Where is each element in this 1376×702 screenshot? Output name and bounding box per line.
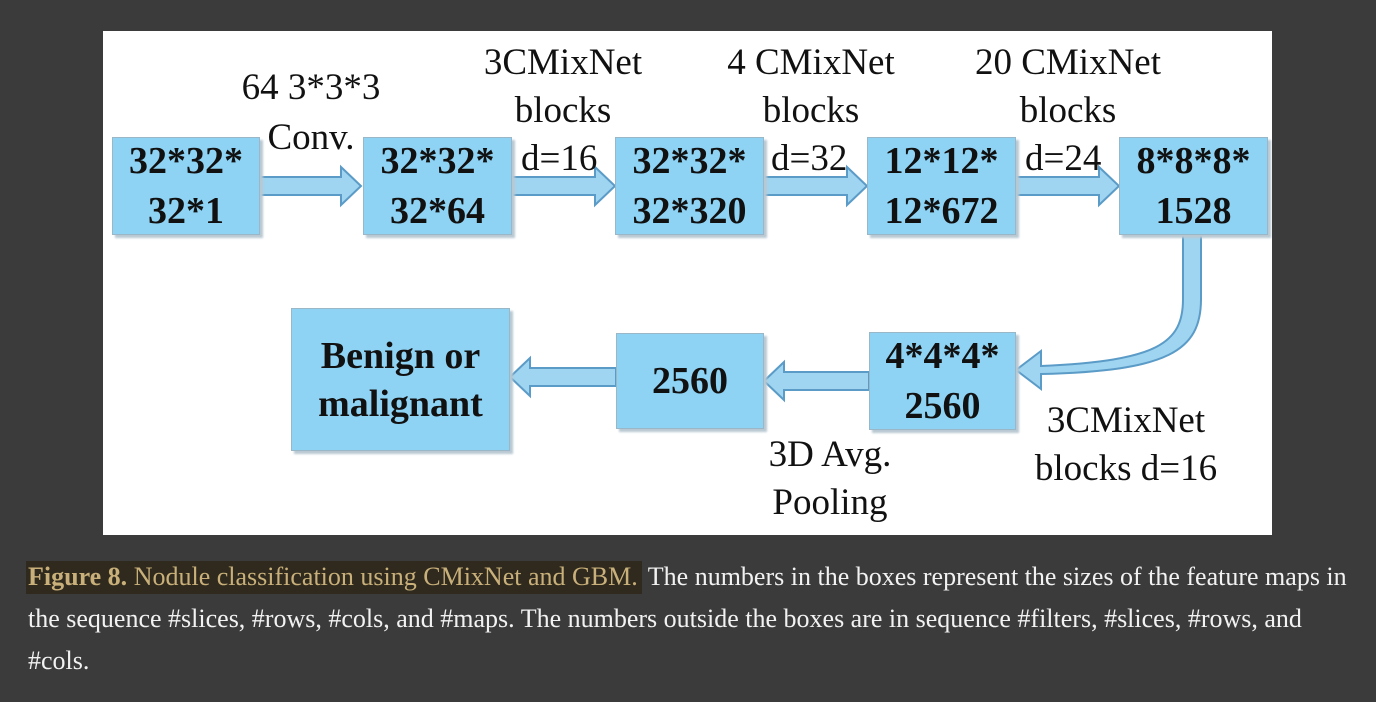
arrow-stage4-to-pooled xyxy=(762,359,870,403)
label-line: Pooling xyxy=(772,482,888,523)
label-line: 4 CMixNet xyxy=(727,42,895,83)
pooling-label: 3D Avg. Pooling xyxy=(745,431,915,527)
figure-label: Figure 8. xyxy=(28,562,128,591)
figure-caption: Figure 8. Nodule classification using CM… xyxy=(26,556,1358,682)
block2-dilation-label: d=32 xyxy=(771,138,848,179)
caption-text: The numbers in the boxes represent the s… xyxy=(28,562,1347,675)
label-line: blocks xyxy=(1019,90,1117,131)
label-line: 64 3*3*3 xyxy=(241,67,381,108)
box-line: 32*1 xyxy=(148,190,224,232)
box-line: 4*4*4* xyxy=(885,335,1000,377)
arrow-stage3-to-stage4 xyxy=(1014,233,1202,392)
conv-label: 64 3*3*3 Conv. xyxy=(231,63,391,163)
box-line: 32*320 xyxy=(632,190,747,232)
box-line: 8*8*8* xyxy=(1136,140,1251,182)
figure-title: Nodule classification using CMixNet and … xyxy=(133,562,638,591)
arrows-layer xyxy=(259,164,1202,403)
caption-highlight: Figure 8. Nodule classification using CM… xyxy=(26,561,642,594)
label-line: 3CMixNet xyxy=(483,42,643,83)
block3-title-label: 20 CMixNet blocks xyxy=(958,39,1178,135)
arrow-stage1-to-stage2 xyxy=(763,164,869,208)
box-line: 32*64 xyxy=(390,190,485,232)
input-feature-box: 32*32* 32*1 xyxy=(112,137,260,235)
box-line: 12*672 xyxy=(884,190,999,232)
block4-label: 3CMixNet blocks d=16 xyxy=(1021,397,1231,493)
pooled-feature-box: 2560 xyxy=(616,333,764,429)
label-line: blocks xyxy=(762,90,860,131)
box-line: 1528 xyxy=(1155,190,1232,232)
box-line: 2560 xyxy=(904,385,981,427)
block1-title-label: 3CMixNet blocks xyxy=(463,39,663,135)
box-line: 12*12* xyxy=(884,140,999,182)
conv-feature-box: 32*32* 32*64 xyxy=(363,137,512,235)
label-line: Conv. xyxy=(267,117,355,158)
label-line: blocks xyxy=(514,90,612,131)
output-class-box: Benign or malignant xyxy=(291,308,510,451)
stage4-feature-box: 4*4*4* 2560 xyxy=(869,332,1016,430)
stage1-feature-box: 32*32* 32*320 xyxy=(615,137,764,235)
box-line: 32*32* xyxy=(129,140,243,182)
block3-dilation-label: d=24 xyxy=(1025,138,1102,179)
box-line: 32*32* xyxy=(380,140,495,182)
label-line: 3CMixNet xyxy=(1046,400,1206,441)
stage3-feature-box: 8*8*8* 1528 xyxy=(1119,137,1268,235)
label-line: 20 CMixNet xyxy=(974,42,1162,83)
block1-dilation-label: d=16 xyxy=(521,138,598,179)
box-line: malignant xyxy=(318,382,483,425)
arrow-conv-to-stage1 xyxy=(511,164,617,208)
label-line: 3D Avg. xyxy=(768,434,892,475)
arrow-input-to-conv xyxy=(259,164,363,208)
architecture-diagram: 32*32* 32*1 32*32* 32*64 32*32* 32*320 1… xyxy=(103,31,1272,535)
box-line: 32*32* xyxy=(632,140,747,182)
label-line: blocks d=16 xyxy=(1034,448,1218,489)
stage2-feature-box: 12*12* 12*672 xyxy=(867,137,1016,235)
arrow-pooled-to-output xyxy=(508,355,617,399)
box-line: 2560 xyxy=(652,360,728,402)
box-line: Benign or xyxy=(320,334,481,377)
block2-title-label: 4 CMixNet blocks xyxy=(711,39,911,135)
arrow-stage2-to-stage3 xyxy=(1015,164,1121,208)
